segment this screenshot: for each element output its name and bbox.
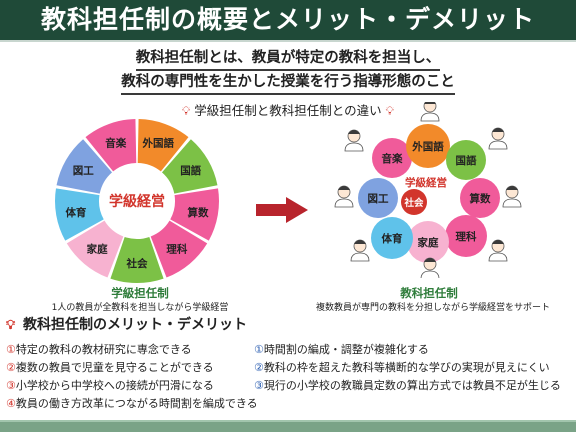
merits-list: ①特定の教科の教材研究に専念できる ②複数の教員で児童を見守ることができる ③小… (6, 341, 258, 413)
definition-line-2: 教科の専門性を生かした授業を行う指導形態のこと (121, 72, 455, 95)
ring-segment-label: 図工 (73, 165, 94, 177)
ring-segment-label: 算数 (188, 206, 209, 219)
subject-circle (372, 138, 412, 178)
ring-segment (150, 220, 208, 278)
definition-line-1: 教科担任制とは、教員が特定の教科を担当し、 (135, 48, 441, 71)
subject-circle (407, 221, 449, 263)
teacher-icon (502, 185, 522, 208)
homeroom-title: 学級担任制 (111, 286, 169, 300)
list-item: ④教員の働き方改革につながる時間割を編成できる (6, 397, 258, 410)
subject-circle (446, 140, 486, 180)
ring-segment (170, 188, 219, 241)
ring-segment-label: 体育 (65, 206, 86, 219)
list-item: ①時間割の編成・調整が複雑化する (254, 343, 429, 356)
teacher-icon (420, 102, 440, 122)
subject-circle (401, 189, 427, 215)
list-item: ③小学校から中学校への接続が円滑になる (6, 379, 214, 392)
list-item: ②教科の枠を超えた教科等横断的な学びの実現が見えにくい (254, 361, 550, 374)
ring-segment (56, 139, 113, 194)
footer-edge (0, 420, 576, 422)
subject-circle (406, 124, 450, 168)
comparison-heading-text: 学級担任制と教科担任制との違い (194, 103, 382, 118)
list-item: ②複数の教員で児童を見守ることができる (6, 361, 214, 374)
ring-segment-label: 家庭 (87, 242, 108, 255)
list-item: ①特定の教科の教材研究に専念できる (6, 343, 192, 356)
merits-demerits-heading-text: 教科担任制のメリット・デメリット (22, 317, 247, 333)
ring-segment-label: 音楽 (105, 137, 126, 150)
ring-segment (66, 220, 124, 278)
page-title: 教科担任制の概要とメリット・デメリット (40, 5, 535, 34)
subject-label: 家庭 (418, 236, 439, 249)
subject-teacher-title: 教科担任制 (400, 286, 458, 300)
ring-segment-label: 社会 (126, 257, 148, 270)
subject-circle (358, 178, 398, 218)
definition-block: 教科担任制とは、教員が特定の教科を担当し、 教科の専門性を生かした授業を行う指導… (0, 48, 576, 96)
teacher-icon (344, 129, 364, 152)
subject-label: 算数 (470, 192, 491, 205)
subject-label: 社会 (403, 197, 424, 209)
subject-label: 国語 (456, 154, 477, 167)
ring-segment-label: 理科 (166, 242, 187, 255)
ring-center-label: 学級経営 (109, 193, 165, 210)
subject-label: 理科 (456, 230, 477, 243)
ring-segment-label: 国語 (180, 164, 201, 177)
ring-segment (137, 119, 189, 172)
homeroom-caption: 1人の教員が全教科を担当しながら学級経営 (51, 303, 229, 313)
teacher-icon (488, 239, 508, 262)
header-bar (0, 0, 576, 40)
subject-circle (445, 215, 487, 257)
ring-segment (55, 188, 104, 241)
header-divider (0, 40, 576, 42)
ring-segment (85, 119, 137, 172)
subject-label: 外国語 (411, 140, 444, 153)
teacher-icon (350, 239, 370, 262)
lightbulb-icon: 💡︎ (6, 318, 16, 333)
subject-circle (460, 178, 500, 218)
footer-strip (0, 422, 576, 432)
teacher-icon (334, 185, 354, 208)
list-item: ③現行の小学校の教職員定数の算出方式では教員不足が生じる (254, 379, 561, 392)
subject-label: 音楽 (382, 152, 403, 165)
diagram-center-label: 学級経営 (405, 176, 447, 189)
subject-teacher-caption: 複数教員が専門の教科を分担しながら学級経営をサポート (316, 303, 551, 313)
arrow-right-icon (256, 197, 308, 223)
subject-label: 図工 (368, 193, 389, 205)
lightbulb-icon: 💡︎ (181, 104, 191, 118)
comparison-heading: 💡︎ 学級担任制と教科担任制との違い 💡︎ (0, 100, 576, 119)
subject-circle (371, 217, 413, 259)
lightbulb-icon: 💡︎ (385, 104, 395, 118)
teacher-icon (488, 127, 508, 150)
demerits-list: ①時間割の編成・調整が複雑化する ②教科の枠を超えた教科等横断的な学びの実現が見… (254, 341, 561, 395)
ring-segment-label: 外国語 (141, 137, 174, 150)
merits-demerits-heading: 💡︎ 教科担任制のメリット・デメリット (6, 314, 247, 334)
ring-segment (110, 236, 164, 283)
subject-label: 体育 (382, 232, 403, 245)
ring-segment (161, 139, 218, 194)
teacher-icon (420, 257, 440, 278)
